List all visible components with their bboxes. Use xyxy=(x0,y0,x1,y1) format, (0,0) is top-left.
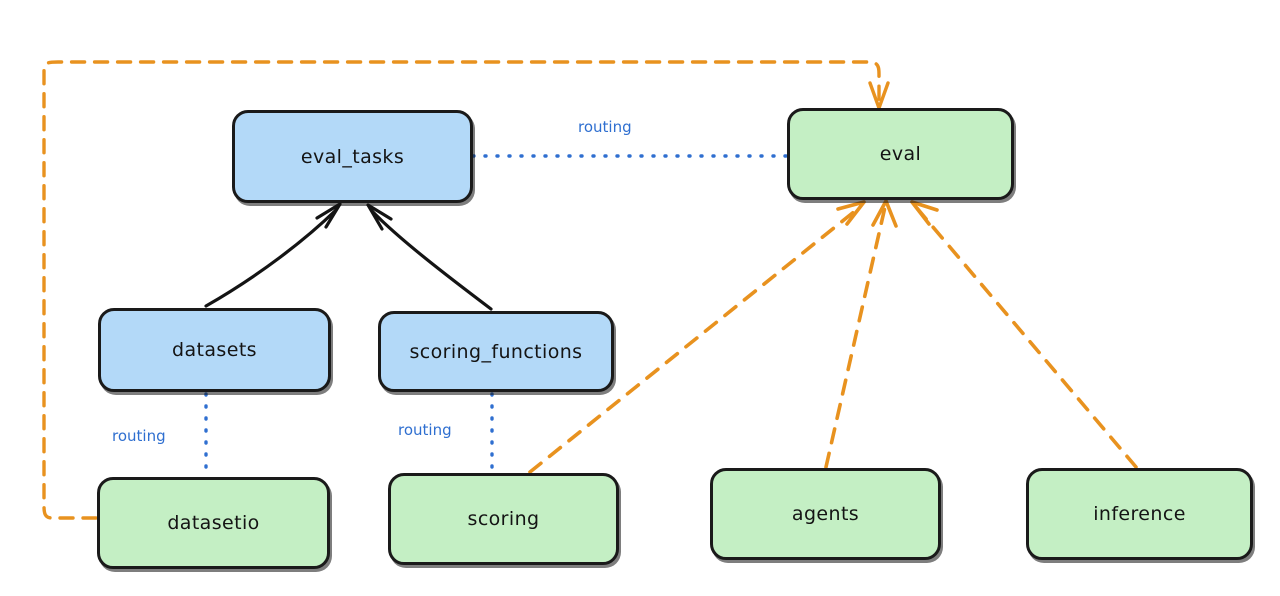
edge-label-routing-eval-tasks: routing xyxy=(578,118,632,136)
node-scoring-functions[interactable]: scoring_functions xyxy=(378,311,614,392)
edge-agents-to-eval xyxy=(824,199,898,469)
node-eval-label: eval xyxy=(879,143,922,165)
edge-scoring-to-eval xyxy=(528,200,866,474)
edge-label-routing-datasets: routing xyxy=(112,427,166,445)
node-eval-tasks-label: eval_tasks xyxy=(300,145,405,168)
node-agents-label: agents xyxy=(791,503,860,525)
node-eval[interactable]: eval xyxy=(787,108,1014,200)
node-datasetio[interactable]: datasetio xyxy=(97,477,330,569)
edge-scoring-functions-to-eval-tasks xyxy=(366,203,493,311)
node-eval-tasks[interactable]: eval_tasks xyxy=(232,110,473,203)
node-scoring-label: scoring xyxy=(467,508,540,530)
node-scoring[interactable]: scoring xyxy=(388,473,619,565)
node-agents[interactable]: agents xyxy=(710,468,941,560)
node-datasets-label: datasets xyxy=(172,339,257,361)
edge-datasetio-to-eval xyxy=(42,60,890,520)
node-inference-label: inference xyxy=(1093,503,1186,525)
node-datasetio-label: datasetio xyxy=(167,512,260,534)
edge-label-routing-scoring-functions: routing xyxy=(398,421,452,439)
node-datasets[interactable]: datasets xyxy=(98,308,331,392)
edge-datasets-to-eval-tasks xyxy=(204,202,342,308)
node-scoring-functions-label: scoring_functions xyxy=(409,340,583,363)
node-inference[interactable]: inference xyxy=(1026,468,1253,560)
edge-inference-to-eval xyxy=(910,200,1138,469)
